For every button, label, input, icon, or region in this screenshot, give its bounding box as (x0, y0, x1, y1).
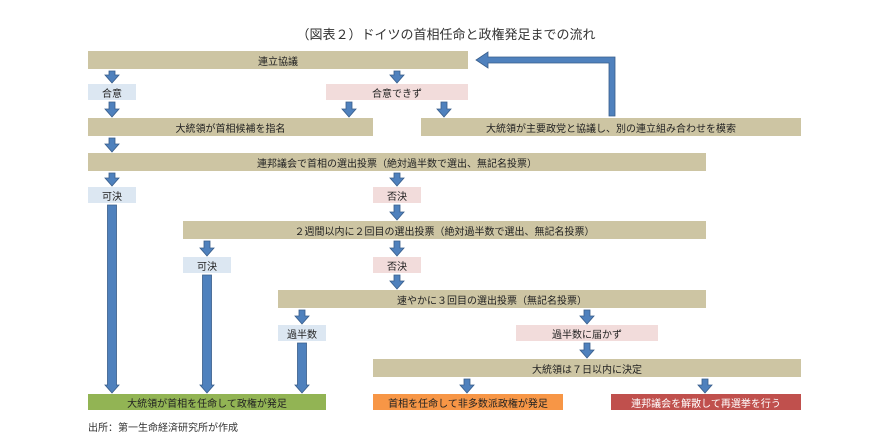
arrow-agreed-to-nominate (104, 101, 120, 118)
arrow-nominate-to-vote (104, 137, 120, 153)
arrow-to-approved-1 (104, 172, 120, 187)
arrow-to-no-majority (579, 309, 595, 325)
arrow-to-approved-2 (199, 240, 215, 257)
approved-2-box: 可決 (183, 257, 231, 273)
president-nominates-box: 大統領が首相候補を指名 (88, 118, 373, 136)
arrow-decide-to-dissolve (697, 378, 713, 394)
rejected-2-box: 否決 (373, 257, 421, 273)
source-note: 出所：第一生命経済研究所が作成 (88, 423, 238, 434)
arrow-to-rejected-2 (389, 240, 405, 257)
first-vote-box: 連邦議会で首相の選出投票（絶対過半数で選出、無記名投票） (88, 153, 706, 171)
arrow-approved-2-to-result (199, 274, 215, 394)
president-decides-box: 大統領は７日以内に決定 (373, 359, 801, 377)
coalition-talks-box: 連立協議 (88, 51, 468, 69)
third-vote-box: 速やかに３回目の選出投票（無記名投票） (278, 290, 706, 308)
arrow-to-agreed (104, 70, 120, 84)
arrow-to-majority (294, 309, 310, 325)
not-agreed-box: 合意できず (326, 84, 468, 100)
arrow-to-not-agreed (389, 70, 405, 84)
arrow-to-rejected-1 (389, 172, 405, 187)
arrow-no-majority-to-decide (579, 342, 595, 359)
arrow-rejected-1-to-second (389, 204, 405, 221)
arrow-approved-1-to-result (104, 204, 120, 394)
rejected-1-box: 否決 (373, 187, 421, 203)
no-majority-box: 過半数に届かず (516, 325, 658, 341)
approved-1-box: 可決 (88, 187, 136, 203)
arrow-decide-to-minority (459, 378, 475, 394)
arrow-rejected-2-to-third (389, 274, 405, 290)
arrow-majority-to-result (294, 342, 310, 394)
arrow-not-agreed-to-nominate (341, 101, 357, 118)
arrow-loop-back-to-coalition (475, 51, 616, 117)
agreed-box: 合意 (88, 84, 136, 100)
result-dissolve-box: 連邦議会を解散して再選挙を行う (611, 394, 801, 410)
result-government-box: 大統領が首相を任命して政権が発足 (88, 394, 326, 410)
second-vote-box: ２週間以内に２回目の選出投票（絶対過半数で選出、無記名投票） (183, 221, 706, 239)
arrow-not-agreed-to-consult (436, 101, 452, 118)
result-minority-box: 首相を任命して非多数派政権が発足 (373, 394, 563, 410)
majority-box: 過半数 (278, 325, 326, 341)
president-consults-box: 大統領が主要政党と協議し、別の連立組み合わせを模索 (421, 118, 801, 136)
diagram-title: （図表２）ドイツの首相任命と政権発足までの流れ (296, 28, 596, 43)
